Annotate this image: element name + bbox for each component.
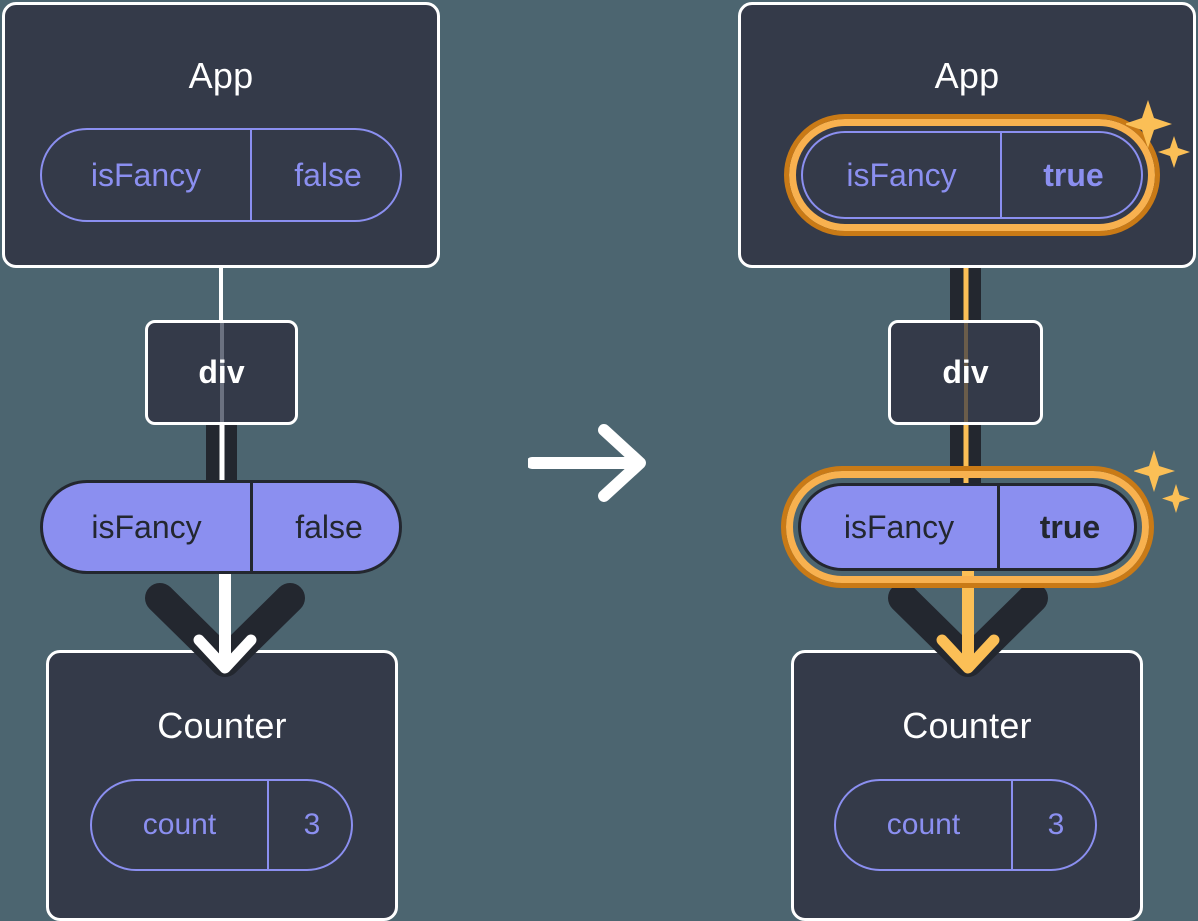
div-node-after: div [888,320,1043,425]
counter-card-title-after: Counter [902,705,1032,746]
div-node-label-after: div [942,354,989,390]
div-node-before: div [145,320,298,425]
transition-arrow [528,424,652,502]
app-state-pill-value-before: false [250,130,400,220]
counter-state-pill-key-before: count [142,808,217,841]
app-state-pill-key-before: isFancy [90,156,202,193]
connector-core-before [219,425,224,483]
sparkles-prop-after [1134,446,1194,522]
prop-pill-value-before: false [250,483,399,571]
app-card-title-after: App [934,55,1000,96]
arrow-prop-to-counter-after [883,570,1053,680]
app-state-pill-value-after: true [1000,133,1141,217]
sparkle-icon-prop [1134,450,1190,513]
counter-state-pill-after[interactable]: count 3 [834,779,1097,871]
app-state-pill-before[interactable]: isFancy false [40,128,402,222]
arrow-down-icon-before [145,570,305,677]
counter-state-pill-value-before: 3 [267,781,351,869]
arrow-right-icon [528,424,646,502]
connector-div-to-prop-after [950,425,981,483]
app-state-pill-after[interactable]: isFancy true [801,131,1143,219]
div-node-passthrough-line-before [219,323,224,422]
prop-pill-value-after: true [997,486,1134,568]
counter-card-title-before: Counter [157,705,287,746]
prop-pill-before[interactable]: isFancy false [40,480,402,574]
counter-state-pill-key-after: count [886,808,961,841]
counter-state-pill-value-after: 3 [1011,781,1095,869]
connector-app-to-div-before [219,268,223,322]
prop-pill-after[interactable]: isFancy true [798,483,1137,571]
prop-pill-key-before: isFancy [91,508,202,545]
counter-state-pill-before[interactable]: count 3 [90,779,353,871]
app-state-pill-key-after: isFancy [846,156,957,193]
arrow-prop-to-counter-before [140,570,310,680]
app-card-title-before: App [188,55,254,96]
div-node-label-before: div [198,354,245,390]
arrow-down-icon-after [888,570,1048,677]
connector-core-after-mid [963,425,968,483]
connector-div-to-prop-before [206,425,237,483]
prop-pill-key-after: isFancy [843,508,955,545]
div-node-passthrough-line-after [963,323,968,422]
